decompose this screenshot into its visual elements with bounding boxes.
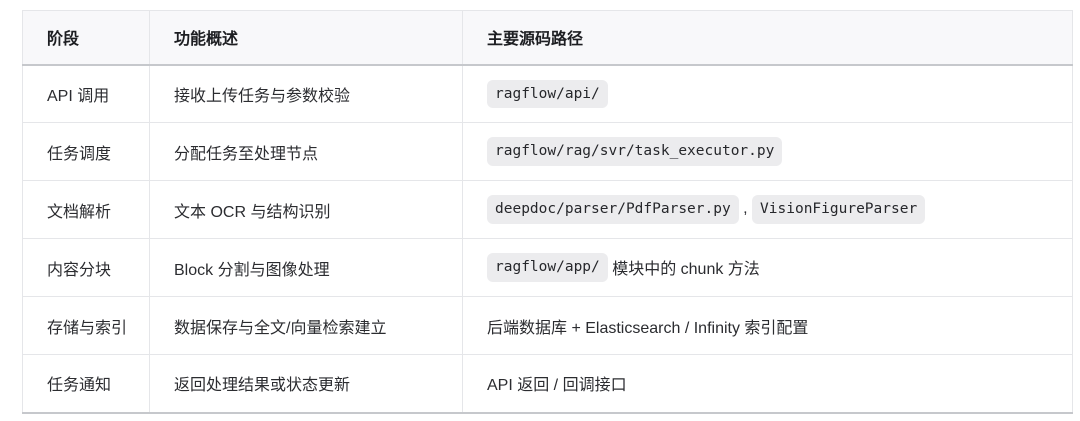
stage-cell: 存储与索引 [22, 296, 150, 355]
pipeline-source-table: 阶段 功能概述 主要源码路径 API 调用接收上传任务与参数校验 ragflow/… [22, 10, 1073, 414]
code-path-chip: ragflow/rag/svr/task_executor.py [487, 137, 783, 166]
source-path-cell: ragflow/app/ 模块中的 chunk 方法 [462, 238, 1073, 297]
source-path-cell: ragflow/api/ [462, 64, 1073, 123]
table-row: 存储与索引数据保存与全文/向量检索建立 后端数据库 + Elasticsearch… [22, 296, 1073, 355]
summary-cell: 文本 OCR 与结构识别 [149, 180, 463, 239]
pipeline-source-table-container: 阶段 功能概述 主要源码路径 API 调用接收上传任务与参数校验 ragflow/… [22, 10, 1073, 414]
table-header: 阶段 功能概述 主要源码路径 [22, 10, 1073, 66]
header-row: 阶段 功能概述 主要源码路径 [22, 10, 1073, 66]
table-row: API 调用接收上传任务与参数校验 ragflow/api/ [22, 64, 1073, 123]
stage-cell: 任务通知 [22, 354, 150, 414]
path-text: 模块中的 chunk 方法 [607, 261, 760, 279]
code-path-chip: ragflow/api/ [487, 79, 608, 108]
path-text: , [738, 200, 753, 218]
code-path-chip: ragflow/app/ [487, 253, 608, 282]
source-path-cell: ragflow/rag/svr/task_executor.py [462, 122, 1073, 181]
table-body: API 调用接收上传任务与参数校验 ragflow/api/任务调度分配任务至处理… [22, 64, 1073, 414]
header-cell-source-path: 主要源码路径 [462, 10, 1073, 66]
summary-cell: 分配任务至处理节点 [149, 122, 463, 181]
table-row: 任务通知返回处理结果或状态更新 API 返回 / 回调接口 [22, 354, 1073, 414]
stage-cell: API 调用 [22, 64, 150, 123]
source-path-cell: deepdoc/parser/PdfParser.py , VisionFigu… [462, 180, 1073, 239]
header-cell-summary: 功能概述 [149, 10, 463, 66]
table-row: 任务调度分配任务至处理节点 ragflow/rag/svr/task_execut… [22, 122, 1073, 181]
code-path-chip: deepdoc/parser/PdfParser.py [487, 195, 739, 224]
path-text: API 返回 / 回调接口 [487, 377, 627, 395]
code-path-chip: VisionFigureParser [752, 195, 926, 224]
summary-cell: 接收上传任务与参数校验 [149, 64, 463, 123]
stage-cell: 文档解析 [22, 180, 150, 239]
stage-cell: 内容分块 [22, 238, 150, 297]
path-text: 后端数据库 + Elasticsearch / Infinity 索引配置 [487, 319, 809, 337]
summary-cell: Block 分割与图像处理 [149, 238, 463, 297]
header-cell-stage: 阶段 [22, 10, 150, 66]
stage-cell: 任务调度 [22, 122, 150, 181]
source-path-cell: API 返回 / 回调接口 [462, 354, 1073, 414]
summary-cell: 数据保存与全文/向量检索建立 [149, 296, 463, 355]
source-path-cell: 后端数据库 + Elasticsearch / Infinity 索引配置 [462, 296, 1073, 355]
summary-cell: 返回处理结果或状态更新 [149, 354, 463, 414]
